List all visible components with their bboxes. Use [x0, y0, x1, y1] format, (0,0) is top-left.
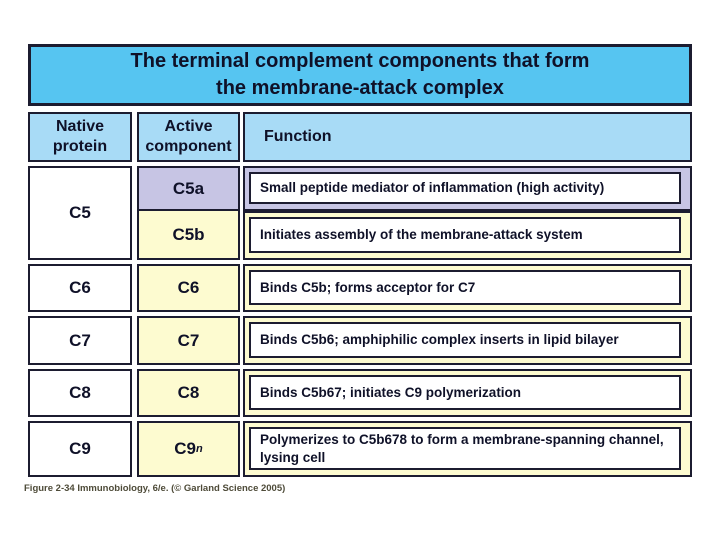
active-component-c5a: C5a	[137, 166, 240, 211]
figure-title-line1: The terminal complement components that …	[130, 50, 590, 72]
figure-title: The terminal complement components that …	[28, 44, 692, 106]
function-text-c5a: Small peptide mediator of inflammation (…	[249, 172, 681, 204]
active-component-c7: C7	[137, 316, 240, 365]
active-component-c5b: C5b	[137, 211, 240, 260]
function-box-c6: Binds C5b; forms acceptor for C7	[243, 264, 692, 312]
function-text-c9: Polymerizes to C5b678 to form a membrane…	[249, 427, 681, 470]
native-protein-c5: C5	[28, 166, 132, 260]
function-box-c5a: Small peptide mediator of inflammation (…	[243, 166, 692, 211]
function-box-c9: Polymerizes to C5b678 to form a membrane…	[243, 421, 692, 477]
function-text-c8: Binds C5b67; initiates C9 polymerization	[249, 375, 681, 410]
function-text-c7: Binds C5b6; amphiphilic complex inserts …	[249, 322, 681, 358]
native-protein-c6: C6	[28, 264, 132, 312]
header-active-component: Active component	[137, 112, 240, 162]
native-protein-c8: C8	[28, 369, 132, 417]
function-text-c6: Binds C5b; forms acceptor for C7	[249, 270, 681, 305]
native-protein-c7: C7	[28, 316, 132, 365]
header-function: Function	[243, 112, 692, 162]
active-component-c6: C6	[137, 264, 240, 312]
function-box-c5b: Initiates assembly of the membrane-attac…	[243, 211, 692, 260]
figure-title-line2: the membrane-attack complex	[216, 77, 504, 99]
header-native-protein: Native protein	[28, 112, 132, 162]
native-protein-c9: C9	[28, 421, 132, 477]
function-box-c8: Binds C5b67; initiates C9 polymerization	[243, 369, 692, 417]
active-component-c9n-base: C9	[174, 439, 196, 458]
figure-caption: Figure 2-34 Immunobiology, 6/e. (© Garla…	[24, 483, 286, 494]
active-component-c8: C8	[137, 369, 240, 417]
function-text-c5b: Initiates assembly of the membrane-attac…	[249, 217, 681, 253]
function-box-c7: Binds C5b6; amphiphilic complex inserts …	[243, 316, 692, 365]
